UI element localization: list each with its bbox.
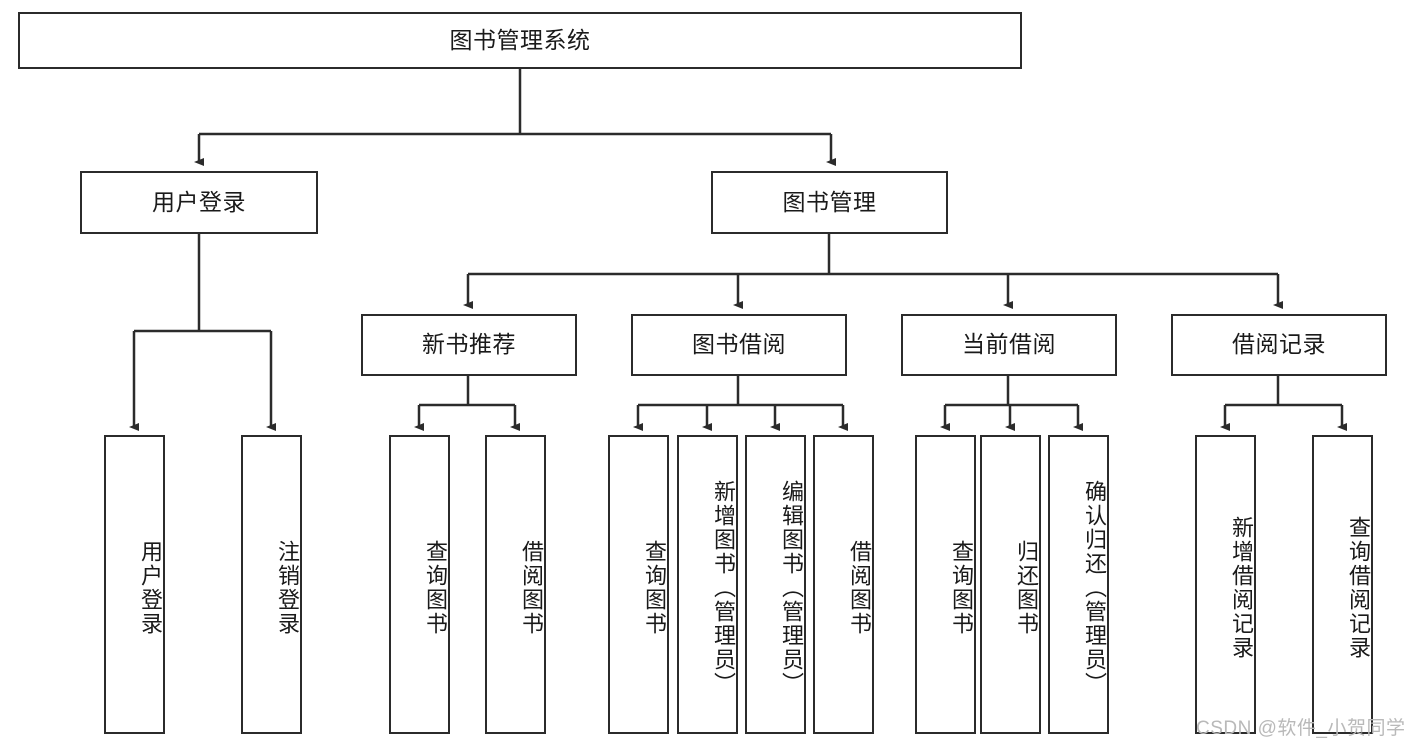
node-user-login[interactable]: 用户登录 [80,171,318,234]
node-leaf-confirm-return[interactable]: 确认归还（管理员） [1048,435,1109,734]
node-leaf-borrow-book-1-label: 借阅图书 [519,539,544,636]
node-leaf-query-record-label: 查询借阅记录 [1346,515,1371,660]
node-new-book-rec-label: 新书推荐 [422,331,516,358]
node-book-manage-label: 图书管理 [782,188,877,215]
node-leaf-add-record-label: 新增借阅记录 [1229,515,1254,660]
node-leaf-query-book-3-label: 查询图书 [949,539,974,636]
node-leaf-query-book-2-label: 查询图书 [642,539,667,636]
node-leaf-borrow-book-1[interactable]: 借阅图书 [485,435,546,734]
node-leaf-confirm-return-label: 确认归还（管理员） [1082,479,1107,696]
node-user-login-label: 用户登录 [152,188,246,215]
node-book-manage[interactable]: 图书管理 [711,171,948,234]
node-leaf-return-book-label: 归还图书 [1014,539,1039,636]
node-current-borrow[interactable]: 当前借阅 [901,314,1117,376]
node-leaf-edit-book[interactable]: 编辑图书（管理员） [745,435,806,734]
node-leaf-query-book-1-label: 查询图书 [423,539,448,636]
node-root[interactable]: 图书管理系统 [18,12,1022,69]
node-borrow-record[interactable]: 借阅记录 [1171,314,1387,376]
node-leaf-query-record[interactable]: 查询借阅记录 [1312,435,1373,734]
node-leaf-edit-book-label: 编辑图书（管理员） [779,479,804,696]
node-leaf-return-book[interactable]: 归还图书 [980,435,1041,734]
node-book-borrow-label: 图书借阅 [692,331,786,358]
node-leaf-query-book-3[interactable]: 查询图书 [915,435,976,734]
node-book-borrow[interactable]: 图书借阅 [631,314,847,376]
node-leaf-query-book-2[interactable]: 查询图书 [608,435,669,734]
node-leaf-add-book-label: 新增图书（管理员） [711,479,736,696]
node-leaf-add-book[interactable]: 新增图书（管理员） [677,435,738,734]
node-leaf-borrow-book-2-label: 借阅图书 [847,539,872,636]
node-new-book-rec[interactable]: 新书推荐 [361,314,577,376]
csdn-watermark: CSDN @软件_小贺同学 [1196,718,1405,739]
node-leaf-user-login-label: 用户登录 [138,539,163,636]
node-borrow-record-label: 借阅记录 [1232,331,1326,358]
node-leaf-borrow-book-2[interactable]: 借阅图书 [813,435,874,734]
node-root-label: 图书管理系统 [449,26,591,53]
node-leaf-query-book-1[interactable]: 查询图书 [389,435,450,734]
node-leaf-add-record[interactable]: 新增借阅记录 [1195,435,1256,734]
node-current-borrow-label: 当前借阅 [962,331,1056,358]
node-leaf-user-login[interactable]: 用户登录 [104,435,165,734]
node-leaf-logout[interactable]: 注销登录 [241,435,302,734]
node-leaf-logout-label: 注销登录 [275,539,300,636]
